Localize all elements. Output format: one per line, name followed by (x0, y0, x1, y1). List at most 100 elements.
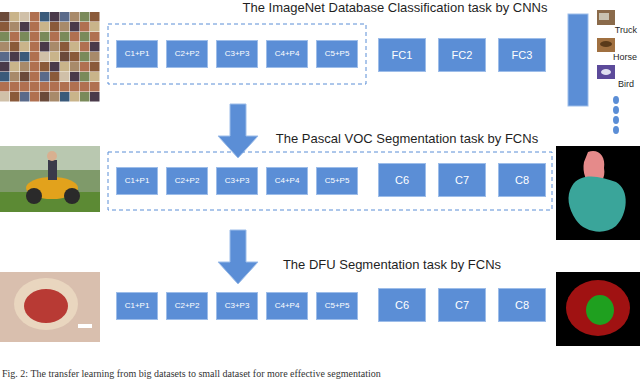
mosaic-tile (30, 52, 40, 62)
mosaic-tile (10, 82, 20, 92)
motorbike-wheel (64, 188, 80, 204)
mosaic-tile (60, 52, 70, 62)
mosaic-tile (70, 42, 80, 52)
mosaic-tile (20, 72, 30, 82)
layer-box: FC1 (378, 38, 426, 72)
layer-name: C3+P3 (225, 302, 250, 311)
layer-name: C3+P3 (225, 50, 250, 59)
ulcer-mask (586, 295, 614, 325)
layer-box: C5+P5 (316, 167, 358, 195)
imagenet-mosaic (0, 12, 100, 102)
mosaic-tile (90, 92, 100, 102)
layer-box: C8 (498, 288, 546, 322)
layer-name: C4+P4 (275, 50, 300, 59)
mosaic-tile (60, 72, 70, 82)
mosaic-tile (0, 62, 10, 72)
layer-box: C3+P3 (216, 40, 258, 68)
class-label: Horse (613, 52, 637, 62)
layer-box: C4+P4 (266, 167, 308, 195)
layer-box: C3+P3 (216, 167, 258, 195)
class-label: Bird (618, 79, 634, 89)
mosaic-tile (80, 32, 90, 42)
mosaic-tile (90, 52, 100, 62)
mosaic-tile (90, 72, 100, 82)
mosaic-tile (80, 82, 90, 92)
mosaic-tile (70, 52, 80, 62)
mosaic-tile (90, 32, 100, 42)
mosaic-tile (70, 12, 80, 22)
mosaic-tile (80, 12, 90, 22)
foot-photo (0, 272, 100, 342)
mosaic-tile (80, 72, 90, 82)
mosaic-tile (0, 32, 10, 42)
bike-mask (569, 177, 626, 232)
layer-box: C2+P2 (166, 167, 208, 195)
mosaic-tile (20, 52, 30, 62)
mosaic-tile (90, 12, 100, 22)
layer-name: C2+P2 (175, 177, 200, 186)
layer-name: C6 (395, 299, 409, 311)
layer-box: C1+P1 (116, 167, 158, 195)
wound-region-mask (566, 280, 630, 336)
layer-name: FC3 (512, 49, 533, 61)
mosaic-tile (90, 22, 100, 32)
layer-name: FC1 (392, 49, 413, 61)
mosaic-tile (30, 32, 40, 42)
mosaic-tile (20, 22, 30, 32)
layer-box: C4+P4 (266, 292, 308, 320)
mosaic-tile (20, 12, 30, 22)
layer-box: C6 (378, 288, 426, 322)
layer-name: C4+P4 (275, 302, 300, 311)
layer-box: C8 (498, 163, 546, 197)
layer-name: C5+P5 (325, 177, 350, 186)
mosaic-tile (50, 92, 60, 102)
mosaic-tile (80, 52, 90, 62)
mosaic-tile (60, 62, 70, 72)
continuation-dot (613, 126, 619, 134)
mosaic-tile (20, 62, 30, 72)
mosaic-tile (50, 52, 60, 62)
section-title: The ImageNet Database Classification tas… (243, 1, 548, 16)
mosaic-tile (10, 32, 20, 42)
mosaic-tile (30, 12, 40, 22)
bird-thumbnail (597, 65, 615, 79)
mosaic-tile (70, 92, 80, 102)
mosaic-tile (10, 92, 20, 102)
mosaic-tile (50, 82, 60, 92)
layer-name: C2+P2 (175, 302, 200, 311)
mosaic-tile (70, 82, 80, 92)
mosaic-tile (40, 22, 50, 32)
layer-box: C1+P1 (116, 292, 158, 320)
layer-box: C1+P1 (116, 40, 158, 68)
mosaic-tile (0, 82, 10, 92)
bird-thumbnail-detail (601, 69, 611, 75)
mosaic-tile (50, 32, 60, 42)
output-bar (568, 14, 588, 106)
mosaic-tile (20, 92, 30, 102)
motorbike-wheel (26, 188, 42, 204)
mosaic-tile (30, 22, 40, 32)
mosaic-tile (0, 72, 10, 82)
rider (48, 160, 57, 180)
dfu-result (556, 272, 640, 346)
mosaic-tile (80, 42, 90, 52)
mosaic-tile (0, 22, 10, 32)
layer-name: C7 (455, 174, 469, 186)
mosaic-tile (30, 42, 40, 52)
layer-box: C2+P2 (166, 40, 208, 68)
mosaic-tile (0, 42, 10, 52)
truck-thumbnail (597, 10, 615, 25)
mosaic-tile (30, 62, 40, 72)
mosaic-tile (40, 32, 50, 42)
mosaic-tile (10, 42, 20, 52)
class-label: Truck (615, 25, 637, 35)
mosaic-tile (50, 42, 60, 52)
horse-thumbnail (597, 38, 615, 52)
layer-box: C6 (378, 163, 426, 197)
continuation-dot (613, 106, 619, 114)
layer-name: C3+P3 (225, 177, 250, 186)
layer-name: C4+P4 (275, 177, 300, 186)
mosaic-tile (0, 92, 10, 102)
mosaic-tile (30, 72, 40, 82)
